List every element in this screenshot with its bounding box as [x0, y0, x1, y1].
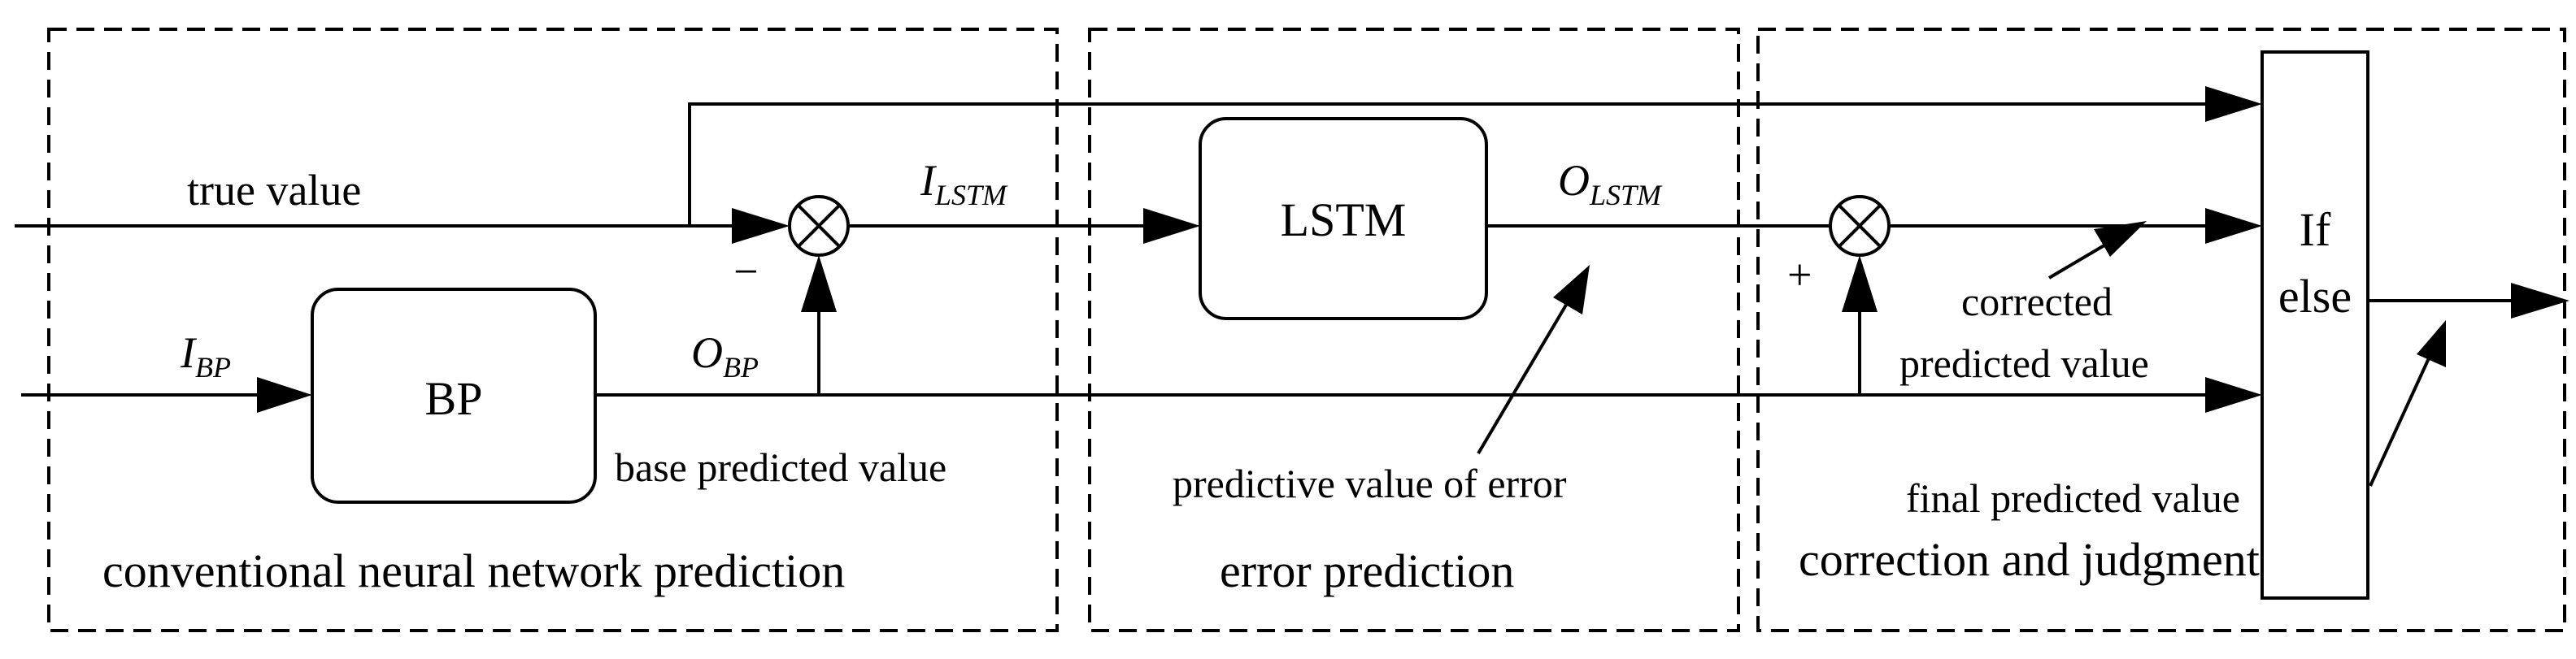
true-value-bypass-line	[688, 102, 2212, 226]
arrowhead-corrected-to-ifelse	[2205, 208, 2262, 244]
arrowhead-input-bp	[257, 377, 312, 413]
base-predicted-annotation: base predicted value	[615, 444, 946, 490]
arrowhead-true-to-sum1	[732, 208, 790, 244]
caption-conventional: conventional neural network prediction	[102, 544, 845, 597]
final-predicted-annotation: final predicted value	[1906, 475, 2240, 521]
arrowhead-base-to-ifelse	[2205, 377, 2262, 413]
minus-sign: −	[733, 247, 758, 296]
arrowhead-ilstm	[1143, 208, 1200, 244]
o-lstm-label: OLSTM	[1558, 156, 1663, 211]
arrowhead-output	[2511, 283, 2569, 319]
bp-label: BP	[425, 372, 483, 425]
o-bp-label: OBP	[691, 328, 759, 384]
panel-correction	[1756, 28, 2566, 632]
ifelse-block	[2261, 50, 2369, 600]
pointer-final-head	[2417, 320, 2446, 367]
i-bp-label: IBP	[180, 328, 231, 384]
i-lstm-label: ILSTM	[920, 156, 1008, 211]
predictive-error-annotation: predictive value of error	[1173, 461, 1567, 506]
caption-correction: correction and judgment	[1799, 533, 2260, 586]
arrowhead-true-to-ifelse	[2205, 86, 2262, 122]
lstm-block	[1199, 117, 1488, 320]
true-value-label: true value	[187, 166, 361, 215]
pointer-final	[2369, 349, 2435, 487]
panel-error-prediction	[1088, 28, 1740, 632]
sum-junction-1	[788, 195, 850, 257]
ifelse-label-if: If	[2300, 203, 2331, 256]
corrected-annotation-line1: corrected	[1961, 279, 2113, 324]
pointer-predictive-error	[1477, 291, 1575, 455]
sum-junction-2	[1829, 195, 1891, 257]
ifelse-label-else: else	[2278, 270, 2352, 323]
caption-error-prediction: error prediction	[1220, 544, 1514, 597]
pointer-predictive-error-head	[1553, 265, 1590, 314]
arrowhead-obp-to-sum1	[801, 255, 837, 312]
panel-conventional	[47, 28, 1059, 632]
corrected-annotation-line2: predicted value	[1899, 340, 2149, 386]
plus-sign: +	[1787, 250, 1812, 299]
arrowhead-base-to-sum2	[1842, 255, 1878, 312]
lstm-label: LSTM	[1281, 193, 1407, 246]
pointer-corrected-head	[2094, 221, 2147, 257]
